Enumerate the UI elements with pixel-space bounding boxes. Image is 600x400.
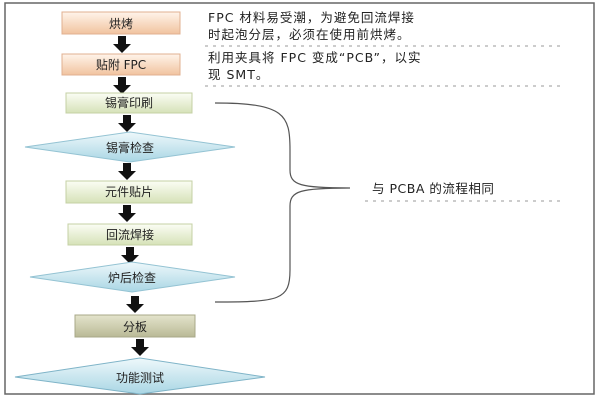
svg-text:锡膏检查: 锡膏检查 [106, 140, 154, 155]
svg-text:回流焊接: 回流焊接 [106, 227, 154, 242]
svg-text:分板: 分板 [123, 320, 147, 334]
svg-text:FPC 材料易受潮，为避免回流焊接: FPC 材料易受潮，为避免回流焊接 [208, 10, 415, 25]
step-paste-inspect: 锡膏检查 [24, 131, 236, 163]
svg-text:利用夹具将 FPC 变成“PCB”，以实: 利用夹具将 FPC 变成“PCB”，以实 [208, 50, 422, 65]
svg-text:炉后检查: 炉后检查 [108, 270, 156, 285]
svg-text:锡膏印刷: 锡膏印刷 [105, 95, 153, 110]
step-paste-print: 锡膏印刷 [65, 92, 193, 114]
note-attach: 利用夹具将 FPC 变成“PCB”，以实 现 SMT。 [205, 50, 560, 87]
step-placement: 元件贴片 [65, 180, 193, 204]
svg-text:元件贴片: 元件贴片 [105, 185, 153, 199]
step-bake: 烘烤 [61, 11, 181, 35]
svg-text:烘烤: 烘烤 [109, 16, 133, 31]
step-post-reflow-inspect: 炉后检查 [29, 261, 236, 293]
brace-connector [214, 102, 351, 303]
svg-text:时起泡分层，必须在使用前烘烤。: 时起泡分层，必须在使用前烘烤。 [208, 27, 411, 42]
svg-text:功能测试: 功能测试 [116, 370, 164, 385]
step-function-test: 功能测试 [14, 357, 266, 395]
step-depanel: 分板 [74, 314, 196, 338]
svg-text:贴附 FPC: 贴附 FPC [96, 58, 146, 72]
svg-text:现 SMT。: 现 SMT。 [208, 67, 269, 82]
note-same-as-pcba: 与 PCBA 的流程相同 [365, 181, 560, 202]
note-bake: FPC 材料易受潮，为避免回流焊接 时起泡分层，必须在使用前烘烤。 [205, 10, 560, 47]
step-attach-fpc: 贴附 FPC [61, 53, 181, 76]
svg-text:与 PCBA 的流程相同: 与 PCBA 的流程相同 [372, 181, 494, 196]
step-reflow: 回流焊接 [67, 223, 193, 246]
